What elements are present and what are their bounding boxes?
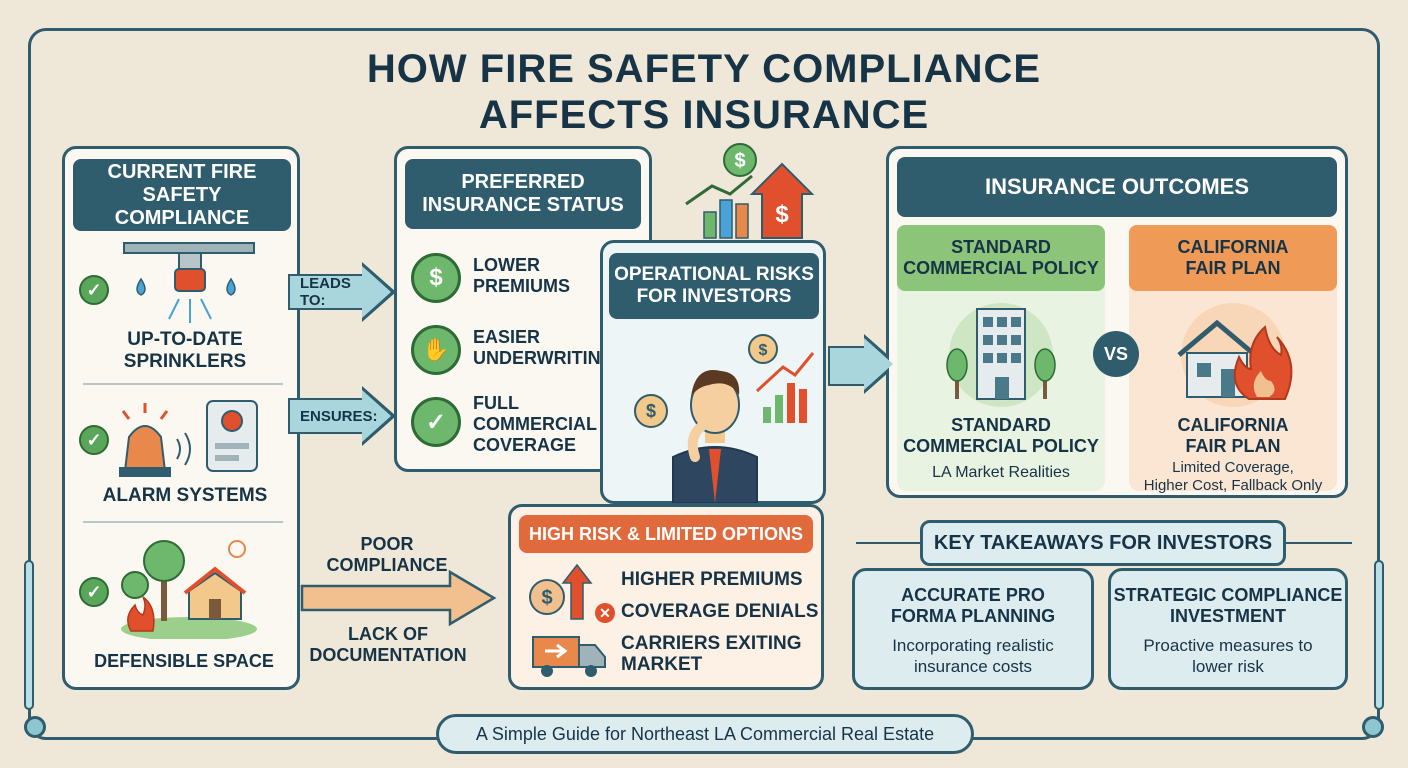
footer-banner: A Simple Guide for Northeast LA Commerci…: [436, 714, 974, 754]
divider: [83, 521, 283, 523]
operational-panel: Operational Risksfor Investors $ $: [600, 240, 826, 504]
item-lower-premiums: LowerPremiums: [473, 255, 571, 296]
check-icon: ✓: [79, 577, 109, 607]
standard-desc: LA Market Realities: [932, 464, 1070, 481]
item-coverage-denials: Coverage Denials: [621, 601, 819, 622]
leads-to-arrow: LEADS TO:: [288, 262, 396, 322]
growth-chart-icon: $ $: [685, 143, 815, 239]
dollar-icon: $: [411, 253, 461, 303]
investor-figure: $ $: [634, 334, 815, 503]
item-easier-underwriting: EasierUnderwriting: [473, 327, 615, 368]
item-full-coverage: FullCommercialCoverage: [473, 393, 597, 455]
takeaway-card-pro-forma: Accurate ProForma Planning Incorporating…: [852, 568, 1094, 690]
outcomes-header: INSURANCE OUTCOMES: [897, 157, 1337, 217]
preferred-header: PreferredInsurance Status: [405, 159, 641, 229]
high-risk-header: HIGH RISK & LIMITED OPTIONS: [519, 515, 813, 553]
takeaway-card-compliance: Strategic ComplianceInvestment Proactive…: [1108, 568, 1348, 690]
standard-column: StandardCommercial Policy StandardCommer…: [897, 225, 1105, 491]
outcomes-panel: INSURANCE OUTCOMES StandardCommercial Po…: [886, 146, 1348, 498]
fair-plan-desc: Limited Coverage,Higher Cost, Fallback O…: [1143, 459, 1323, 494]
page-title: HOW FIRE SAFETY COMPLIANCE AFFECTS INSUR…: [366, 47, 1042, 137]
burning-house-icon: [1177, 303, 1293, 407]
item-carriers-exiting: Carriers ExitingMarket: [621, 633, 802, 675]
alarm-icon: [119, 400, 258, 477]
delivery-truck-icon: [532, 636, 606, 677]
fair-plan-column: CaliforniaFair Plan CaliforniaFair Plan …: [1129, 225, 1337, 494]
frame-accent-left: [24, 560, 34, 710]
fair-plan-title: CaliforniaFair Plan: [1177, 415, 1289, 456]
takeaways-rule-right: [1282, 542, 1352, 544]
building-icon: [946, 303, 1056, 407]
takeaways-rule-left: [856, 542, 926, 544]
divider: [83, 383, 283, 385]
operational-header: Operational Risksfor Investors: [609, 253, 819, 319]
sprinkler-icon: [123, 242, 255, 323]
takeaway-title: Strategic ComplianceInvestment: [1113, 585, 1343, 626]
standard-header: StandardCommercial Policy: [897, 225, 1105, 291]
house-tree-icon: [121, 540, 257, 639]
corner-dot-right: [1362, 716, 1384, 738]
check-icon: ✓: [79, 425, 109, 455]
item-alarm-systems: Alarm Systems: [102, 485, 268, 506]
item-higher-premiums: Higher Premiums: [621, 569, 803, 590]
compliance-header: Current FireSafety Compliance: [73, 159, 291, 231]
standard-title: StandardCommercial Policy: [903, 415, 1099, 456]
svg-text:$: $: [541, 587, 552, 609]
denial-x-icon: ✕: [595, 603, 615, 623]
risk-dollar-icon: $: [529, 563, 593, 620]
poor-compliance-arrow: [300, 569, 497, 627]
svg-text:$: $: [759, 342, 768, 359]
outcomes-arrow: [828, 334, 898, 394]
svg-text:$: $: [734, 150, 745, 172]
takeaways-header: KEY TAKEAWAYS FOR INVESTORS: [920, 520, 1286, 566]
frame-accent-right: [1374, 560, 1384, 710]
svg-text:$: $: [646, 401, 656, 421]
compliance-panel: Current FireSafety Compliance ✓ Up-to-Da…: [62, 146, 300, 690]
item-sprinklers: Up-to-DateSprinklers: [123, 329, 247, 372]
ensures-arrow: ENSURES:: [288, 386, 396, 446]
shield-check-icon: ✓: [411, 397, 461, 447]
svg-text:$: $: [775, 201, 789, 228]
high-risk-panel: HIGH RISK & LIMITED OPTIONS $ ✕ Higher P…: [508, 504, 824, 690]
check-icon: ✓: [79, 275, 109, 305]
takeaway-title: Accurate ProForma Planning: [890, 585, 1056, 626]
vs-badge: VS: [1093, 331, 1139, 377]
hand-icon: ✋: [411, 325, 461, 375]
item-defensible-space: Defensible Space: [94, 651, 274, 671]
corner-dot-left: [24, 716, 46, 738]
fair-plan-header: CaliforniaFair Plan: [1129, 225, 1337, 291]
